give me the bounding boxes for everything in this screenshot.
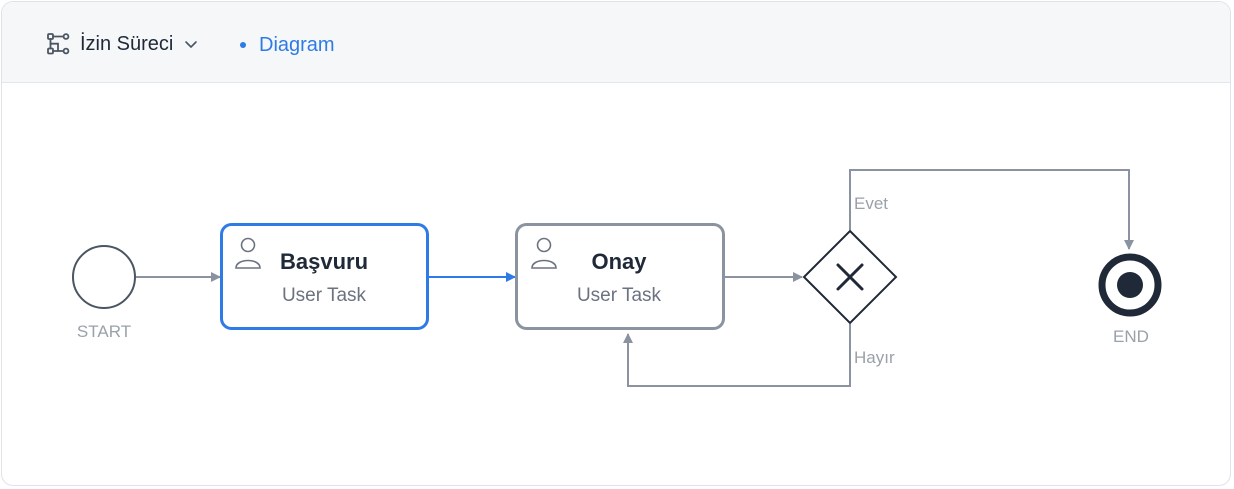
start-event[interactable] [72,245,136,309]
task-onay[interactable]: Onay User Task [515,223,725,330]
task-basvuru-type: User Task [282,285,367,306]
flow-diagram-icon [47,33,70,55]
end-event[interactable] [1098,253,1162,317]
tab-diagram[interactable]: Diagram [240,32,335,58]
exclusive-gateway[interactable] [802,229,898,325]
exclusive-gateway-x-icon [836,263,864,291]
flow-yes-label: Evet [854,194,888,213]
user-icon [235,237,261,269]
start-label: START [77,322,131,341]
task-onay-title: Onay [591,249,647,274]
header-bar: İzin Süreci Diagram [2,2,1230,83]
task-basvuru-title: Başvuru [280,249,368,274]
end-label: END [1113,327,1149,346]
process-selector[interactable]: İzin Süreci [46,30,199,58]
tab-diagram-label: Diagram [259,33,335,56]
flow-gateway-no-to-onay[interactable] [623,324,851,387]
process-name: İzin Süreci [80,32,174,55]
flow-gateway-yes-to-end[interactable] [849,169,1134,250]
chevron-down-icon [185,41,198,48]
task-onay-type: User Task [577,285,662,306]
task-basvuru[interactable]: Başvuru User Task [220,223,429,330]
flow-no-label: Hayır [854,348,895,367]
active-tab-dot [240,42,246,48]
user-icon [531,237,557,269]
